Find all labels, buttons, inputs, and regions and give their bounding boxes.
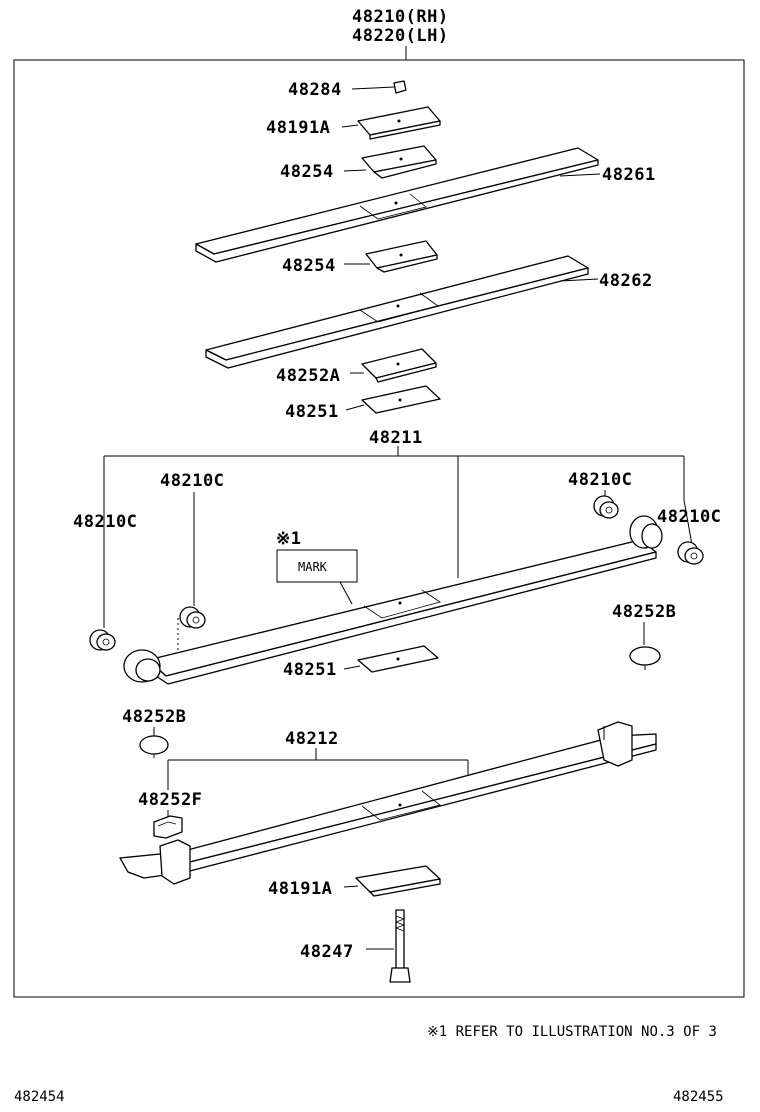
label-48251-top: 48251 bbox=[285, 402, 339, 422]
reference-symbol: ※1 bbox=[276, 529, 301, 549]
part-48251-bottom-pad[interactable] bbox=[343, 645, 439, 673]
illustration-code-right: 482455 bbox=[673, 1089, 724, 1105]
part-48261-leaf[interactable] bbox=[195, 147, 601, 263]
leader-48212-bracket bbox=[167, 748, 469, 790]
part-48251-top-pad[interactable] bbox=[345, 385, 441, 414]
label-48191a-bottom: 48191A bbox=[268, 879, 332, 899]
part-48262-leaf[interactable] bbox=[205, 255, 599, 369]
label-48252a: 48252A bbox=[276, 366, 340, 386]
mark-callout-box bbox=[276, 549, 358, 605]
part-48210c-bushing-left-middle[interactable] bbox=[177, 492, 206, 660]
label-48254-top: 48254 bbox=[280, 162, 334, 182]
part-48210c-bushing-right-right[interactable] bbox=[677, 499, 704, 565]
part-48212-bottom-leaf[interactable] bbox=[119, 721, 657, 885]
part-48252f-clip[interactable] bbox=[153, 810, 183, 839]
illustration-code-left: 482454 bbox=[14, 1089, 65, 1105]
mark-box-label: MARK bbox=[298, 560, 328, 574]
part-48210c-bushing-left-left[interactable] bbox=[89, 629, 116, 651]
header-lh-label: 48220(LH) bbox=[352, 26, 449, 46]
footnote-reference: ※1 REFER TO ILLUSTRATION NO.3 OF 3 bbox=[427, 1024, 717, 1040]
label-48251-bottom: 48251 bbox=[283, 660, 337, 680]
part-48191a-top-pad[interactable] bbox=[341, 106, 441, 140]
label-48261: 48261 bbox=[602, 165, 656, 185]
label-48262: 48262 bbox=[599, 271, 653, 291]
label-48252f: 48252F bbox=[138, 790, 202, 810]
label-48211: 48211 bbox=[369, 428, 423, 448]
part-48254-middle-insert[interactable] bbox=[344, 240, 438, 273]
label-48212: 48212 bbox=[285, 729, 339, 749]
part-48252a-pad[interactable] bbox=[350, 348, 437, 383]
label-48210c-right-middle: 48210C bbox=[568, 470, 632, 490]
part-48284-nut[interactable] bbox=[351, 80, 407, 94]
label-48210c-left-left: 48210C bbox=[73, 512, 137, 532]
label-48252b-right: 48252B bbox=[612, 602, 676, 622]
part-48252b-right-cap[interactable] bbox=[629, 622, 661, 670]
label-48284: 48284 bbox=[288, 80, 342, 100]
part-48254-top-insert[interactable] bbox=[343, 145, 437, 179]
label-48210c-right-right: 48210C bbox=[657, 507, 721, 527]
part-48211-main-leaf[interactable] bbox=[123, 515, 663, 685]
part-48252b-left-cap[interactable] bbox=[139, 727, 169, 758]
header-rh-label: 48210(RH) bbox=[352, 7, 449, 27]
label-48210c-left-middle: 48210C bbox=[160, 471, 224, 491]
label-48247: 48247 bbox=[300, 942, 354, 962]
diagram-frame bbox=[13, 59, 745, 998]
label-48254-middle: 48254 bbox=[282, 256, 336, 276]
leader-48211-bracket bbox=[103, 446, 685, 628]
part-48247-center-bolt[interactable] bbox=[366, 909, 411, 983]
label-48252b-left: 48252B bbox=[122, 707, 186, 727]
label-48191a-top: 48191A bbox=[266, 118, 330, 138]
part-48191a-bottom-pad[interactable] bbox=[343, 865, 441, 897]
part-48210c-bushing-right-middle[interactable] bbox=[593, 490, 619, 519]
